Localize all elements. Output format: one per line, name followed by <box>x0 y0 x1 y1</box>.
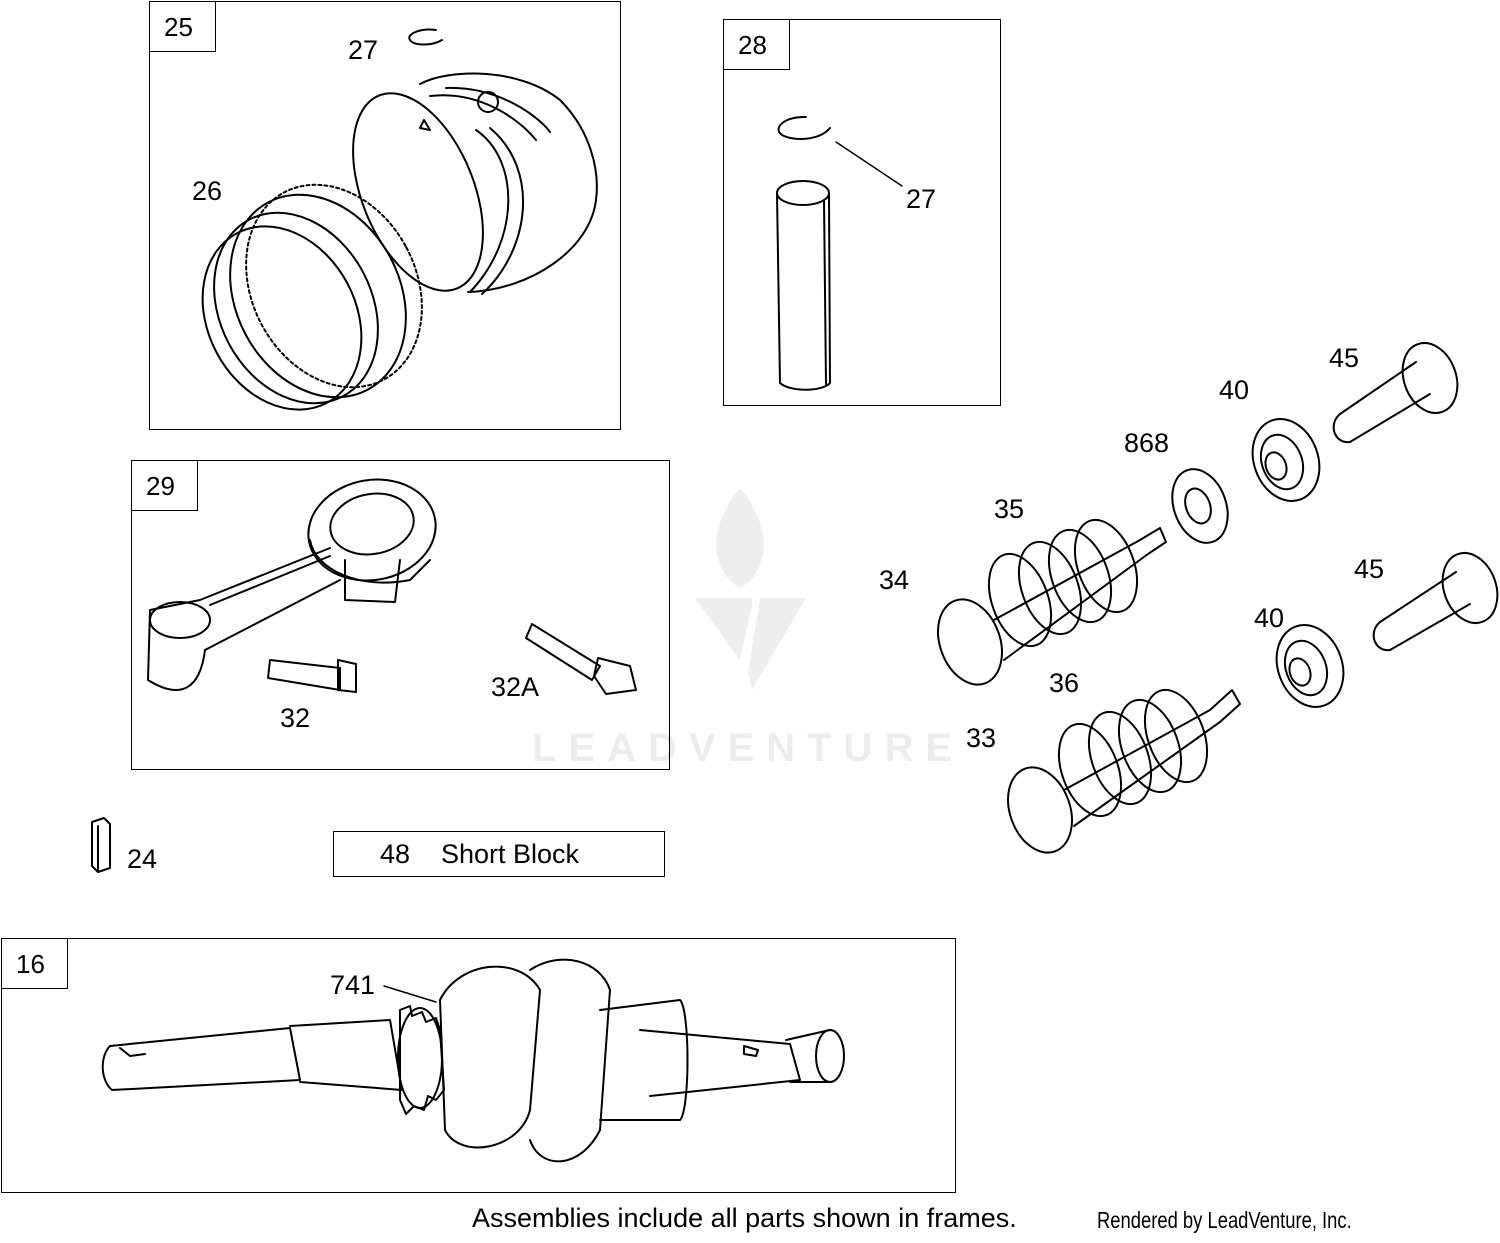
callout-tappet-upper: 45 <box>1329 343 1360 373</box>
short-block-label: 48 Short Block <box>333 831 665 877</box>
connecting-rod-frame: 29 <box>131 460 670 770</box>
timing-gear-icon <box>383 985 445 1115</box>
frame-tag-connecting-rod: 29 <box>132 461 198 511</box>
intake-spring-icon <box>987 518 1139 648</box>
spring-retainer-lower-icon <box>1275 624 1345 708</box>
callout-exhaust-valve: 33 <box>966 723 997 753</box>
callout-rod-screw: 32 <box>280 703 311 733</box>
callout-valve-seal: 868 <box>1124 428 1170 458</box>
short-block-text: Short Block <box>441 839 580 869</box>
connecting-rod-icon <box>147 478 437 691</box>
piston-frame: 25 <box>149 1 621 430</box>
piston-icon <box>352 72 598 295</box>
piston-pin-frame: 28 <box>723 19 1001 406</box>
watermark-text: LEADVENTURE <box>531 726 965 770</box>
tappet-lower-icon <box>1372 552 1499 652</box>
spring-retainer-upper-icon <box>1251 418 1321 502</box>
callout-retainer-upper: 40 <box>1219 375 1250 405</box>
callout-exhaust-spring: 36 <box>1049 668 1080 698</box>
callout-ring-set: 26 <box>192 176 223 206</box>
callout-pin-retainer: 27 <box>906 184 937 214</box>
valve-seal-icon <box>1171 468 1229 544</box>
piston-ring-set-icon <box>201 183 423 411</box>
intake-valve-icon <box>937 527 1167 686</box>
frame-tag-piston-pin: 28 <box>724 20 790 70</box>
exhaust-valve-icon <box>1007 689 1241 854</box>
crankshaft-icon <box>101 958 845 1163</box>
callout-tappet-lower: 45 <box>1354 554 1385 584</box>
callout-rod-screw-alt: 32A <box>491 672 540 702</box>
rod-screw-icon <box>267 659 357 693</box>
callout-key: 24 <box>127 844 158 874</box>
frame-tag-crankshaft: 16 <box>2 939 68 989</box>
callout-retainer-lower: 40 <box>1254 603 1285 633</box>
piston-pin-icon <box>776 180 831 391</box>
callout-intake-valve: 34 <box>879 565 910 595</box>
tappet-upper-icon <box>1332 342 1459 444</box>
callout-intake-spring: 35 <box>994 494 1025 524</box>
exhaust-spring-icon <box>1057 688 1209 818</box>
callout-piston-retainer: 27 <box>348 35 379 65</box>
short-block-number: 48 <box>380 839 411 869</box>
render-credit: Rendered by LeadVenture, Inc. <box>1097 1207 1352 1233</box>
assemblies-note: Assemblies include all parts shown in fr… <box>472 1203 1017 1233</box>
piston-pin-clip-icon <box>777 115 903 187</box>
key-icon <box>91 817 111 873</box>
frame-tag-piston: 25 <box>150 2 216 52</box>
rod-screw-alt-icon <box>525 623 637 695</box>
piston-retainer-clip-icon <box>408 28 443 46</box>
callout-timing-gear: 741 <box>330 970 376 1000</box>
crankshaft-frame: 16 <box>1 938 956 1193</box>
